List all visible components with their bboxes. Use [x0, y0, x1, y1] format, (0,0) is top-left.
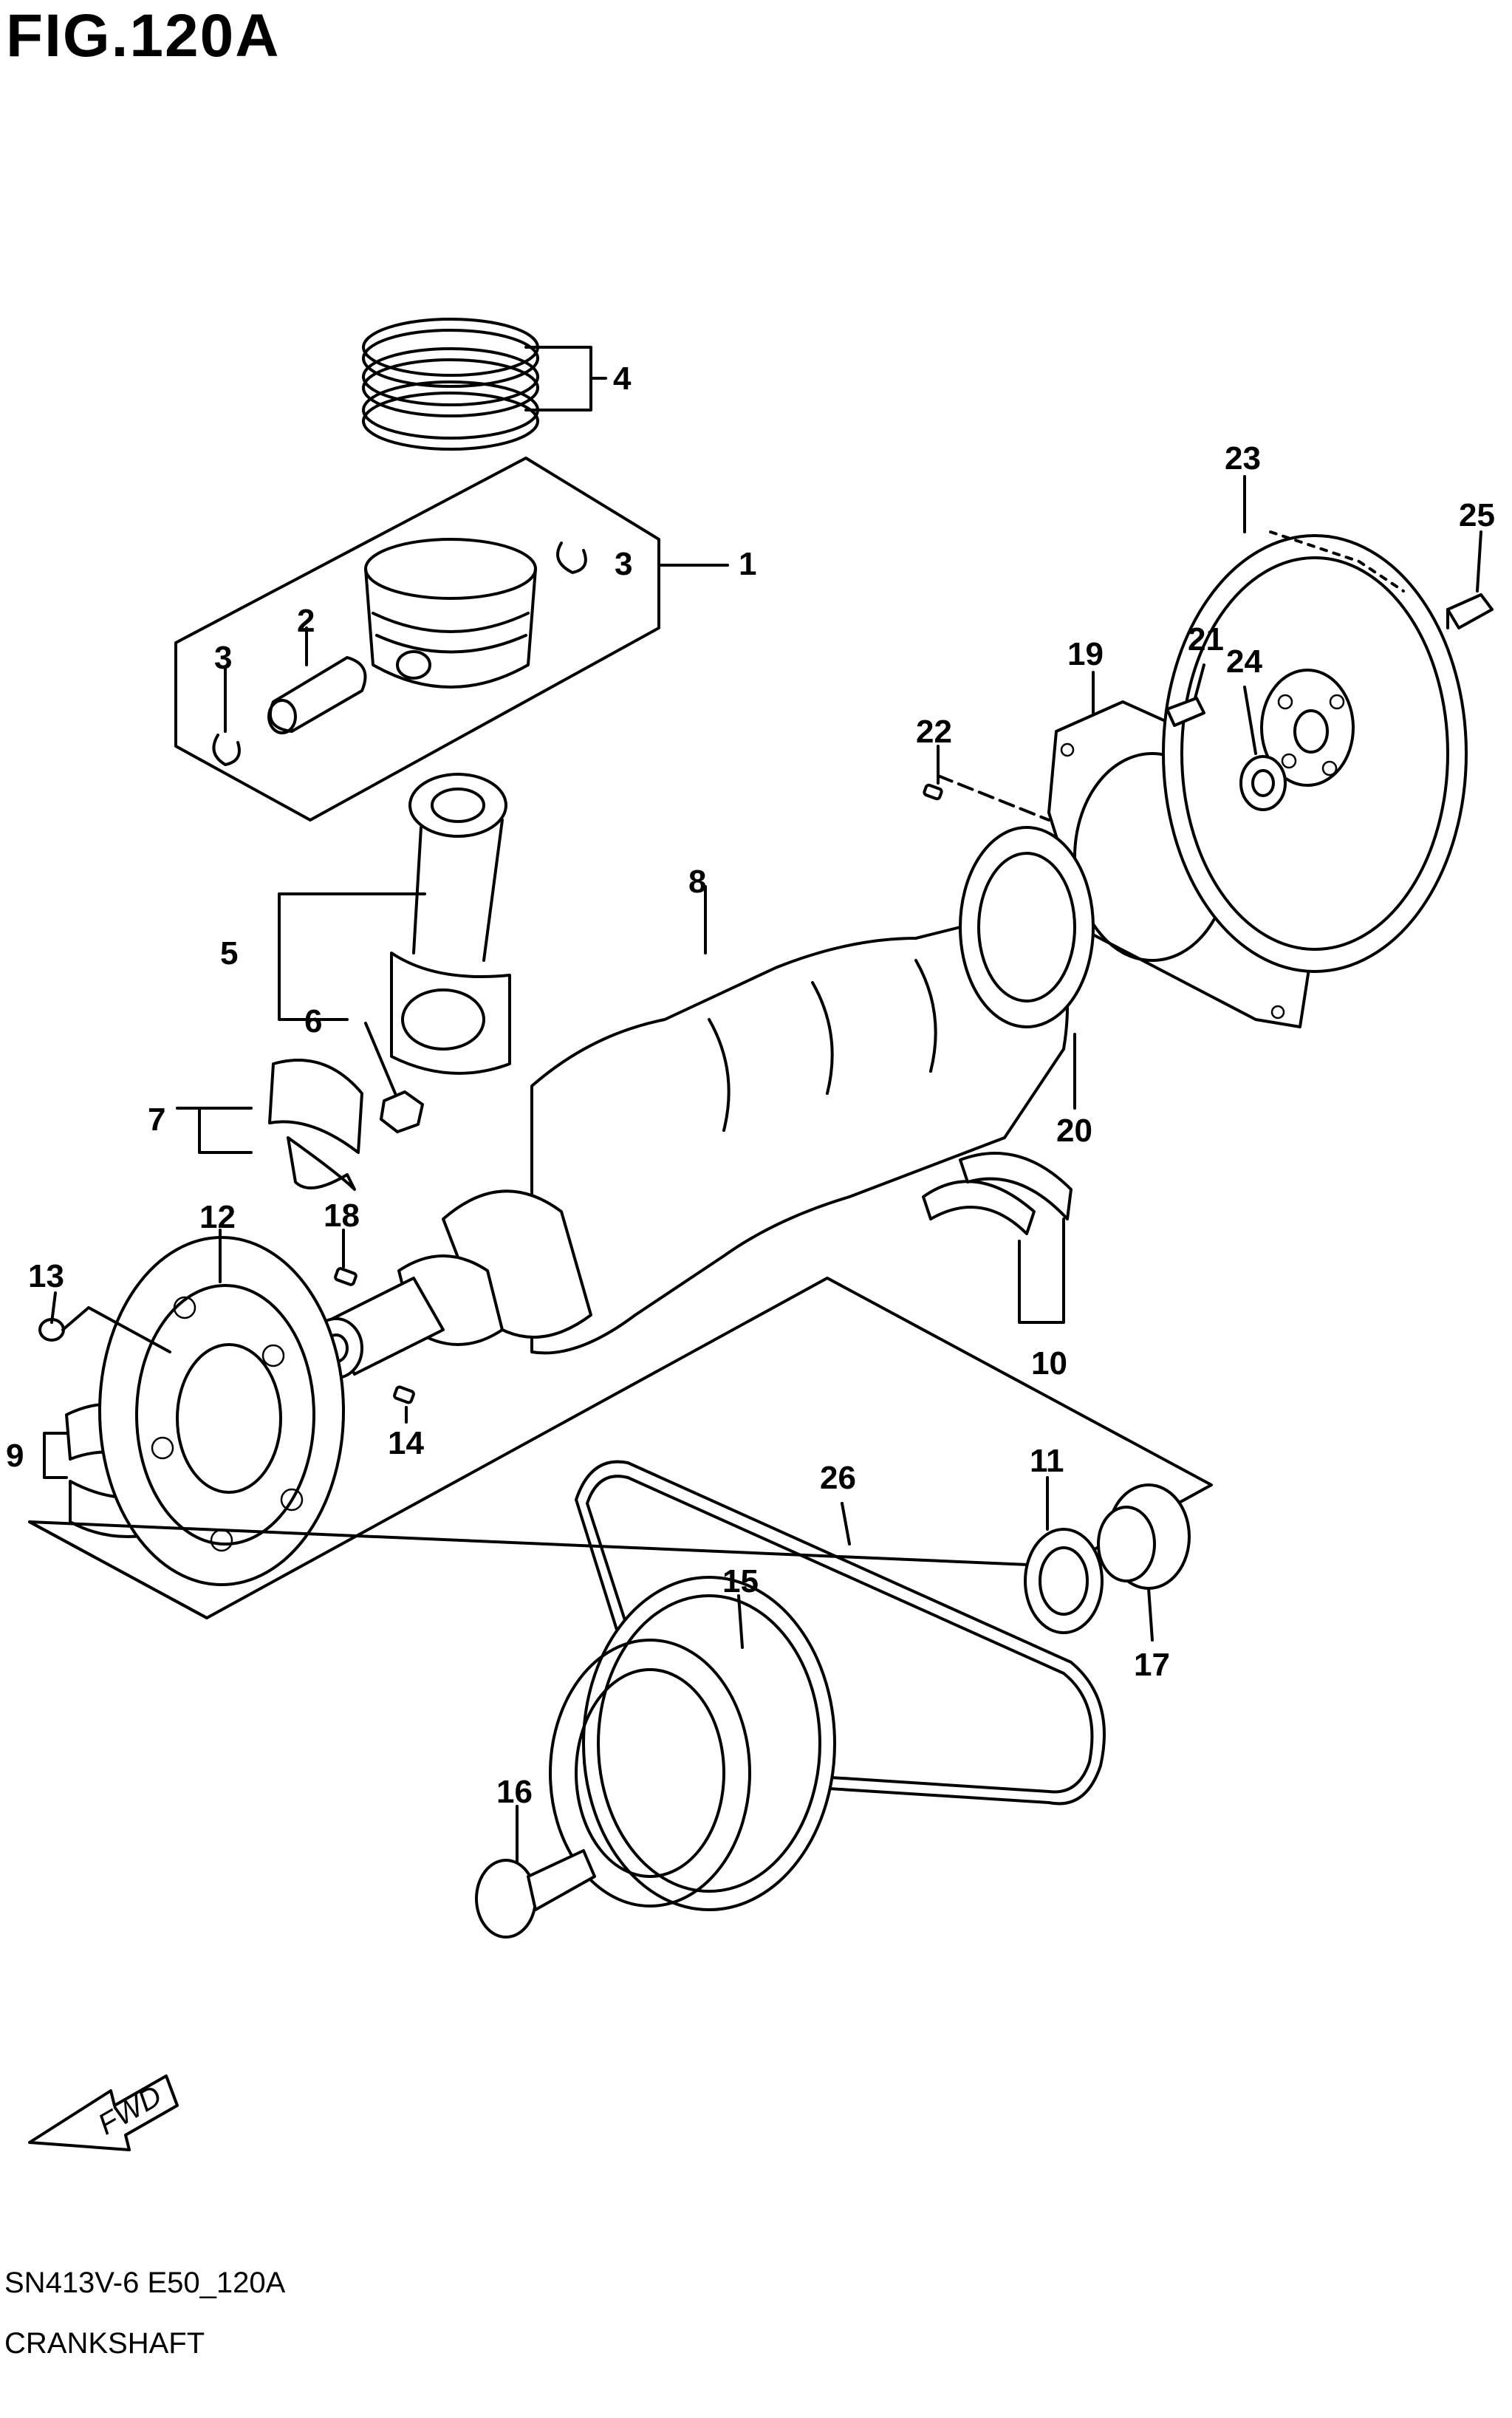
sensor-plate-screw: [38, 1291, 171, 1353]
callout-5: 5: [220, 935, 238, 971]
fwd-arrow: FWD: [28, 2074, 179, 2151]
housing-bolt: [1166, 663, 1205, 727]
callout-22: 22: [916, 714, 952, 750]
piston-rings: [362, 318, 607, 451]
rod-bearing: [176, 1059, 363, 1191]
callout-1: 1: [739, 546, 756, 582]
callout-23: 23: [1225, 440, 1261, 477]
callout-3a: 3: [615, 546, 632, 582]
callout-3b: 3: [214, 640, 232, 676]
rear-oil-seal: [959, 826, 1095, 1110]
callout-17: 17: [1134, 1647, 1170, 1683]
rod-nut: [364, 1022, 424, 1133]
callout-12: 12: [199, 1199, 236, 1235]
callout-18: 18: [324, 1198, 360, 1234]
snap-rings: [212, 542, 587, 766]
callout-20: 20: [1056, 1113, 1092, 1149]
callout-25: 25: [1459, 497, 1495, 533]
thrust-bearings: [922, 1152, 1073, 1324]
timing-gear: [1097, 1483, 1191, 1642]
callout-24: 24: [1226, 643, 1262, 680]
callout-2: 2: [297, 603, 315, 639]
piston-assembly-group: [174, 457, 729, 822]
pulley-bolt: [475, 1805, 596, 1939]
callout-4: 4: [613, 361, 632, 397]
connecting-rod: [278, 773, 511, 1075]
callout-8: 8: [688, 864, 706, 900]
figure-title: FIG.120A: [6, 2, 281, 69]
piston-pin: [267, 626, 367, 734]
front-assembly-group: [28, 1277, 1213, 1619]
crankshaft: [309, 859, 1073, 1379]
diagram-name: CRANKSHAFT: [4, 2327, 205, 2360]
callout-13: 13: [28, 1258, 64, 1294]
callout-14: 14: [388, 1425, 424, 1461]
crankshaft-pulley: [549, 1576, 836, 1911]
callout-6: 6: [304, 1003, 322, 1039]
callout-9: 9: [6, 1438, 24, 1474]
callout-10: 10: [1031, 1345, 1067, 1382]
front-oil-seal: [1024, 1476, 1104, 1634]
dowel-pin: [923, 745, 1050, 822]
pilot-bearing: [1239, 686, 1287, 811]
callout-16: 16: [496, 1774, 533, 1810]
piston: [364, 538, 537, 689]
callout-26: 26: [820, 1460, 856, 1496]
key-14: [393, 1385, 415, 1424]
flywheel-bolt: [1446, 530, 1494, 629]
callout-11: 11: [1030, 1443, 1064, 1479]
callout-19: 19: [1067, 636, 1104, 672]
callout-15: 15: [722, 1563, 759, 1599]
key-18: [334, 1229, 358, 1286]
diagram-code: SN413V-6 E50_120A: [4, 2267, 286, 2299]
flywheel: [1162, 475, 1468, 973]
callout-7: 7: [148, 1102, 165, 1138]
callout-21: 21: [1188, 621, 1224, 658]
